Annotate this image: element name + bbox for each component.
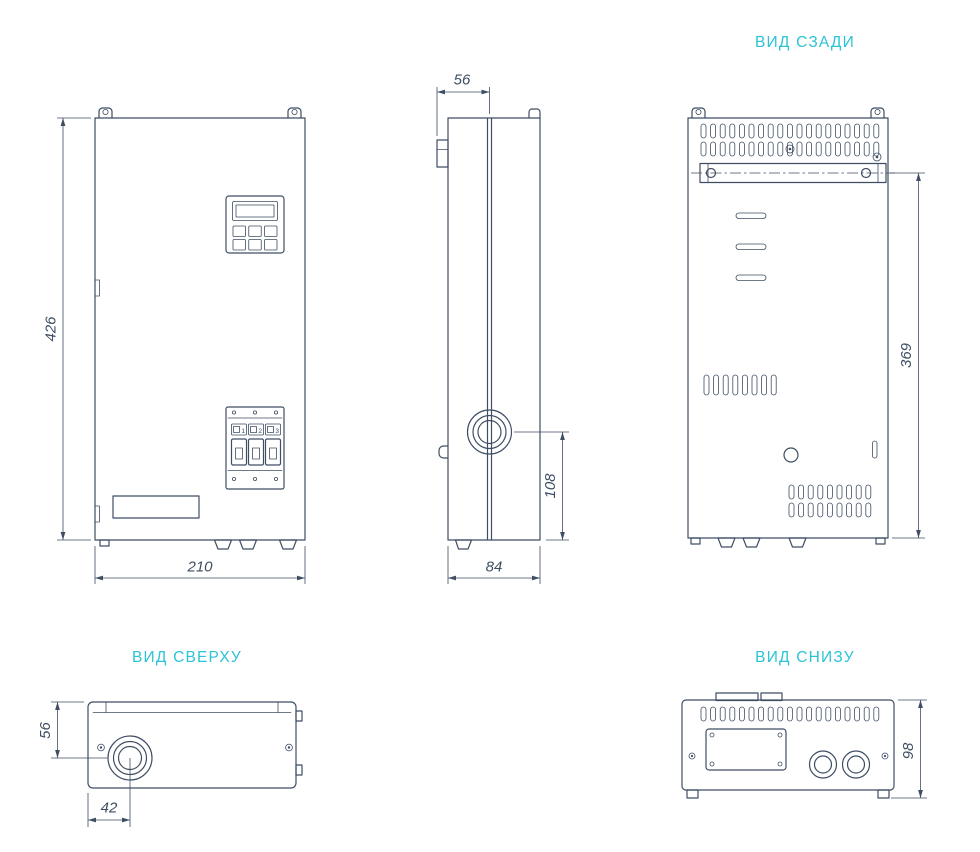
dim-label-front-width: 210	[186, 559, 213, 576]
keypad-buttons	[232, 225, 278, 251]
dim-label-bottom-depth: 98	[900, 742, 917, 759]
breaker-label-3: 3	[275, 428, 279, 435]
front-label-plate	[112, 495, 200, 519]
top-cover-seam	[92, 701, 292, 713]
rear-bottom-vents	[788, 484, 872, 518]
mount-hole-icon	[102, 109, 109, 116]
front-mount-tabs	[98, 107, 302, 119]
dim-side-pipe-height: 108	[514, 431, 569, 541]
side-pipe-connection	[466, 409, 513, 455]
rear-knockout-hole	[783, 447, 799, 463]
dim-top-pipe-offset: 42	[87, 758, 131, 827]
dim-side-top-depth: 56	[436, 72, 490, 136]
side-mount-tab	[528, 108, 541, 119]
top-body-outline	[87, 701, 297, 789]
dim-label-top-depth: 56	[37, 722, 54, 739]
dim-rear-mount-height: 369	[890, 172, 925, 539]
bottom-rear-tabs	[715, 692, 783, 702]
dim-top-depth: 56	[37, 701, 108, 759]
front-view: 1 2 3 426	[43, 107, 306, 584]
view-title-top: ВИД СВЕРХУ	[132, 649, 242, 666]
bottom-cable-glands	[808, 750, 871, 779]
display-screen	[232, 201, 278, 221]
view-title-rear: ВИД СЗАДИ	[755, 34, 855, 51]
bottom-vents	[700, 706, 880, 722]
bottom-view: ВИД СНИЗУ	[681, 649, 927, 799]
front-control-panel	[225, 195, 285, 254]
breaker-toggles	[230, 438, 282, 466]
dim-label-top-pipe-offset: 42	[101, 800, 118, 817]
bottom-screws	[688, 752, 889, 760]
rear-wall-bracket	[691, 162, 895, 184]
rear-mount-tabs	[691, 107, 885, 119]
dim-bottom-depth: 98	[891, 699, 927, 799]
rear-mid-vents	[703, 374, 777, 396]
bottom-body-outline	[681, 699, 895, 791]
top-screws	[97, 743, 293, 752]
breaker-label-2: 2	[258, 428, 262, 435]
dim-front-width: 210	[94, 546, 306, 584]
top-view: ВИД СВЕРХУ 56	[37, 649, 303, 827]
bottom-access-panel	[705, 728, 787, 771]
side-sensor-boss	[438, 445, 449, 459]
front-door-latches	[94, 279, 100, 523]
mount-hole-icon	[291, 109, 298, 116]
view-title-bottom: ВИД СНИЗУ	[755, 649, 855, 666]
rear-top-vents	[700, 123, 880, 157]
side-body-outline	[447, 117, 541, 541]
dim-label-side-top-depth: 56	[454, 72, 471, 89]
bottom-feet	[686, 789, 890, 799]
front-body-outline	[94, 117, 306, 541]
breaker-label-1: 1	[241, 428, 245, 435]
dim-label-rear-mount-height: 369	[898, 342, 915, 368]
side-din-bracket	[436, 139, 449, 168]
rear-view: ВИД СЗАДИ	[687, 34, 925, 548]
side-view: 56 84 108	[436, 72, 569, 584]
rear-louvers	[735, 212, 767, 281]
front-bottom-glands	[99, 539, 298, 550]
front-breaker-block: 1 2 3	[225, 406, 285, 490]
rear-bottom-glands	[690, 537, 886, 548]
dim-label-side-pipe-height: 108	[542, 473, 559, 499]
dim-front-height: 426	[43, 117, 91, 541]
top-side-tabs	[295, 710, 303, 776]
rear-body-outline	[687, 117, 889, 539]
rear-side-slot	[872, 440, 878, 459]
dim-side-depth: 84	[447, 546, 541, 584]
dim-label-front-height: 426	[43, 316, 60, 342]
rear-screw-holes	[785, 144, 882, 162]
dim-label-side-depth: 84	[486, 559, 503, 576]
side-bottom-gland	[454, 539, 473, 550]
